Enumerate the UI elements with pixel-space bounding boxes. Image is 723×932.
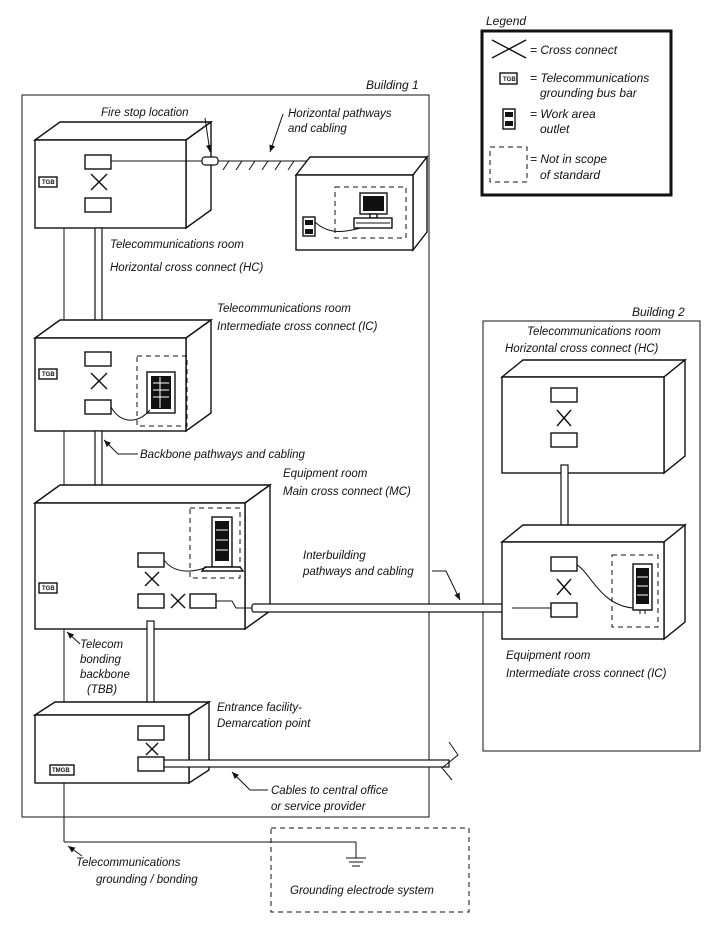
b2-tr-label-1: Telecommunications room (527, 326, 661, 338)
tgb-icon: TGB (499, 72, 518, 85)
svg-text:TGB: TGB (42, 586, 55, 592)
tr-hc-label-2: Horizontal cross connect (HC) (110, 262, 264, 274)
cross-connect-icon (556, 578, 572, 596)
central-office-conduit (163, 759, 450, 768)
svg-text:TMGB: TMGB (52, 768, 70, 774)
telecom-room-ic: TGB (32, 318, 214, 433)
legend-outlet-line1: = Work area (530, 107, 596, 121)
grounding-electrode-label: Grounding electrode system (290, 885, 434, 897)
cables-arrow (231, 771, 268, 791)
cross-connect-icon (145, 742, 159, 756)
legend-scope-line2: of standard (540, 168, 600, 182)
work-area-room (294, 154, 429, 253)
horizontal-pathways-label-1: Horizontal pathways (288, 108, 392, 120)
tgb-icon: TGB (38, 582, 58, 594)
interbuilding-label-1: Interbuilding (303, 550, 366, 562)
tr-ic-label-2: Intermediate cross connect (IC) (217, 321, 378, 333)
grounding-electrode-scope (270, 827, 470, 913)
legend-title: Legend (486, 14, 526, 28)
building-2-outline (482, 320, 701, 752)
not-in-scope-icon (489, 146, 528, 183)
svg-text:TGB: TGB (42, 372, 55, 378)
equipment-rack-icon (146, 371, 176, 414)
telecom-room-hc: TGB (32, 120, 214, 230)
ground-icon (346, 842, 366, 867)
tbb-label-3: backbone (80, 669, 130, 681)
fire-stop (201, 156, 219, 166)
tr-hc-label-1: Telecommunications room (110, 239, 244, 251)
entrance-label-2: Demarcation point (217, 718, 311, 730)
computer-icon (353, 192, 393, 229)
tbb-label-4: (TBB) (87, 684, 117, 696)
cross-connect-icon (90, 173, 108, 191)
cross-connect-icon (491, 39, 527, 59)
fire-stop-arrow (204, 117, 212, 153)
equipment-rack-icon (632, 563, 653, 614)
b2-tr-label-2: Horizontal cross connect (HC) (505, 343, 659, 355)
b2-telecom-room-hc (500, 358, 687, 475)
entrance-facility: TMGB (32, 700, 212, 785)
cables-label-2: or service provider (271, 801, 367, 813)
building-1-label: Building 1 (366, 78, 419, 92)
legend-tgb-line2: grounding bus bar (540, 86, 638, 100)
grounding-arrow (67, 845, 83, 857)
tbb-arrow (66, 631, 81, 645)
er-mc-label-1: Equipment room (283, 468, 368, 480)
er-mc-label-2: Main cross connect (MC) (283, 486, 411, 498)
backbone-label: Backbone pathways and cabling (140, 449, 306, 461)
b2-equipment-room-ic (500, 523, 687, 641)
tbb-label-2: bonding (80, 654, 122, 666)
b2-er-label-2: Intermediate cross connect (IC) (506, 668, 667, 680)
building-1-outline (21, 94, 430, 818)
tbb-label-1: Telecom (80, 639, 123, 651)
interbuilding-label-2: pathways and cabling (302, 566, 414, 578)
conduit-break-symbol (441, 741, 459, 781)
building-2-label: Building 2 (632, 305, 685, 319)
equipment-room-mc: TGB (32, 483, 273, 631)
cross-connect-icon (170, 593, 186, 609)
equipment-rack-icon (200, 516, 245, 572)
tgb-icon: TGB (38, 176, 58, 188)
tgb-icon: TGB (38, 368, 58, 380)
legend-tgb-line1: = Telecommunications (530, 71, 649, 85)
horizontal-pathways-label-2: and cabling (288, 123, 347, 135)
work-area-outlet-icon (502, 108, 516, 130)
entrance-label-1: Entrance facility- (217, 702, 302, 714)
b2-er-label-1: Equipment room (506, 650, 591, 662)
interbuilding-conduit (251, 603, 513, 613)
legend-outlet-line2: outlet (540, 122, 570, 136)
backbone-arrow (103, 439, 138, 455)
work-area-outlet-icon (302, 216, 316, 237)
grounding-label-2: grounding / bonding (96, 874, 198, 886)
cables-label-1: Cables to central office (271, 785, 388, 797)
cross-connect-icon (556, 409, 572, 427)
cross-connect-icon (90, 372, 108, 390)
svg-text:TGB: TGB (42, 180, 55, 186)
cross-connect-icon (144, 571, 160, 587)
horizontal-pathways-arrow (269, 113, 284, 153)
cable-hangers (222, 160, 295, 171)
legend-cross-connect: = Cross connect (530, 43, 618, 57)
grounding-label-1: Telecommunications (76, 857, 181, 869)
tr-ic-label-1: Telecommunications room (217, 303, 351, 315)
tmgb-icon: TMGB (49, 764, 75, 776)
fire-stop-label: Fire stop location (101, 107, 189, 119)
svg-text:TGB: TGB (503, 77, 516, 83)
legend-scope-line1: = Not in scope (530, 152, 607, 166)
interbuilding-arrow (432, 570, 461, 601)
